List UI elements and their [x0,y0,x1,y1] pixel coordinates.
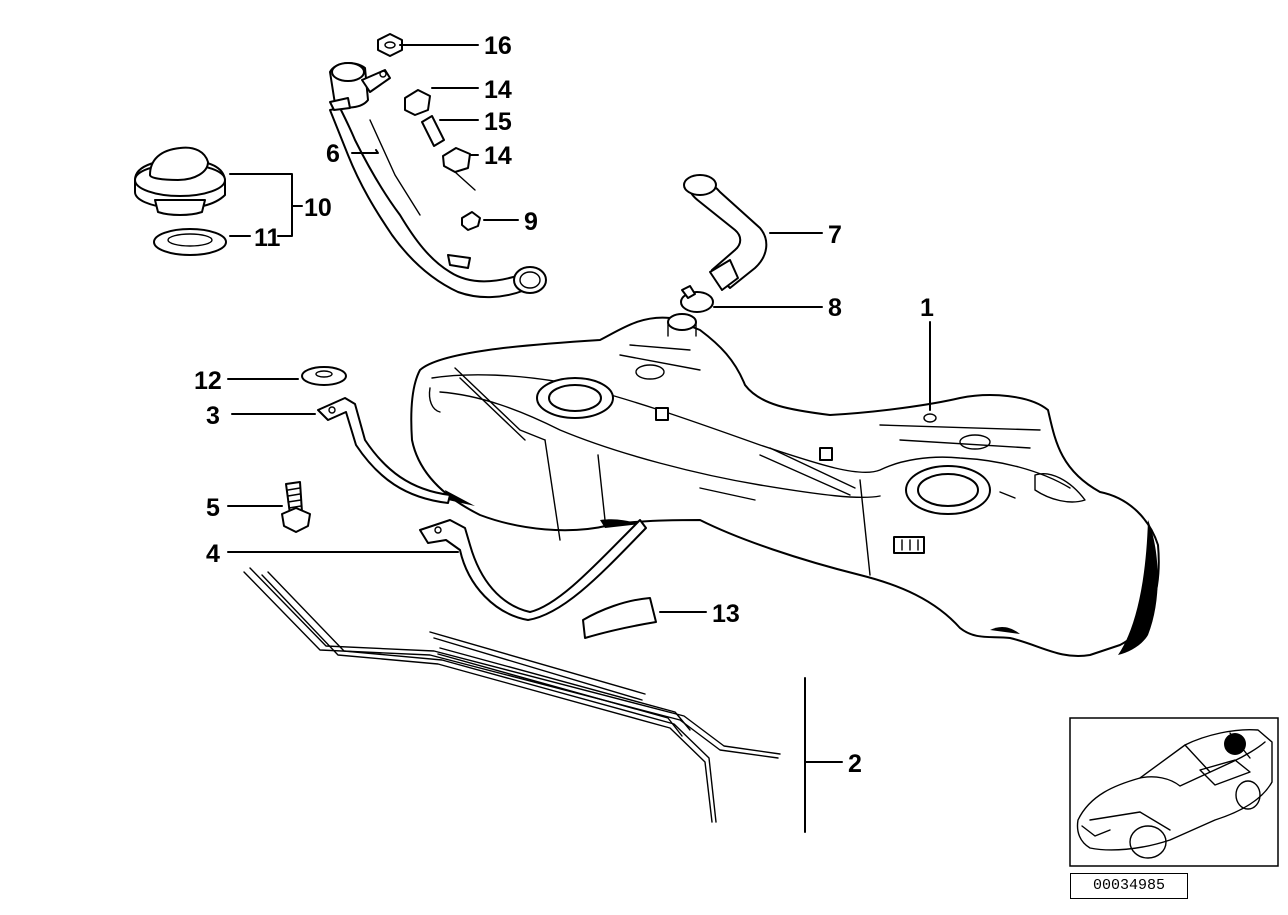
cap-seal-part [153,228,227,256]
callout-2: 2 [848,750,862,778]
tank-location-marker [1224,733,1246,755]
callout-12: 12 [194,367,222,395]
callout-8: 8 [828,294,842,322]
washer-part [301,366,347,386]
callout-5: 5 [206,494,220,522]
tank-strap-right-part [419,519,647,621]
callout-labels: 16 14 15 14 6 9 10 11 7 8 1 12 3 5 4 13 … [194,32,934,778]
fuel-lines-part [243,567,781,823]
callout-4: 4 [206,540,220,568]
callout-6: 6 [326,140,340,168]
vent-hose-part [683,174,768,291]
callout-13: 13 [712,600,740,628]
diagram-reference-code: 00034985 [1070,873,1188,899]
filler-pipe-part [329,62,547,299]
callout-16: 16 [484,32,512,60]
callout-15: 15 [484,108,512,136]
fastener-parts [377,33,481,231]
strap-pad-part [582,597,657,639]
callout-11: 11 [254,224,281,252]
tank-strap-left-part [317,397,451,504]
callout-7: 7 [828,221,842,249]
car-outline-icon [1076,728,1273,859]
leader-lines [227,44,931,833]
callout-10: 10 [304,194,332,222]
mounting-bolt-part [281,481,311,533]
fuel-cap-part [134,146,226,216]
fuel-tank-part [410,313,1160,657]
hose-clamp-part [680,285,714,313]
callout-1: 1 [920,294,934,322]
callout-14-upper: 14 [484,76,512,104]
vehicle-locator-inset [1069,717,1279,867]
callout-14-lower: 14 [484,142,512,170]
callout-3: 3 [206,402,220,430]
callout-9: 9 [524,208,538,236]
